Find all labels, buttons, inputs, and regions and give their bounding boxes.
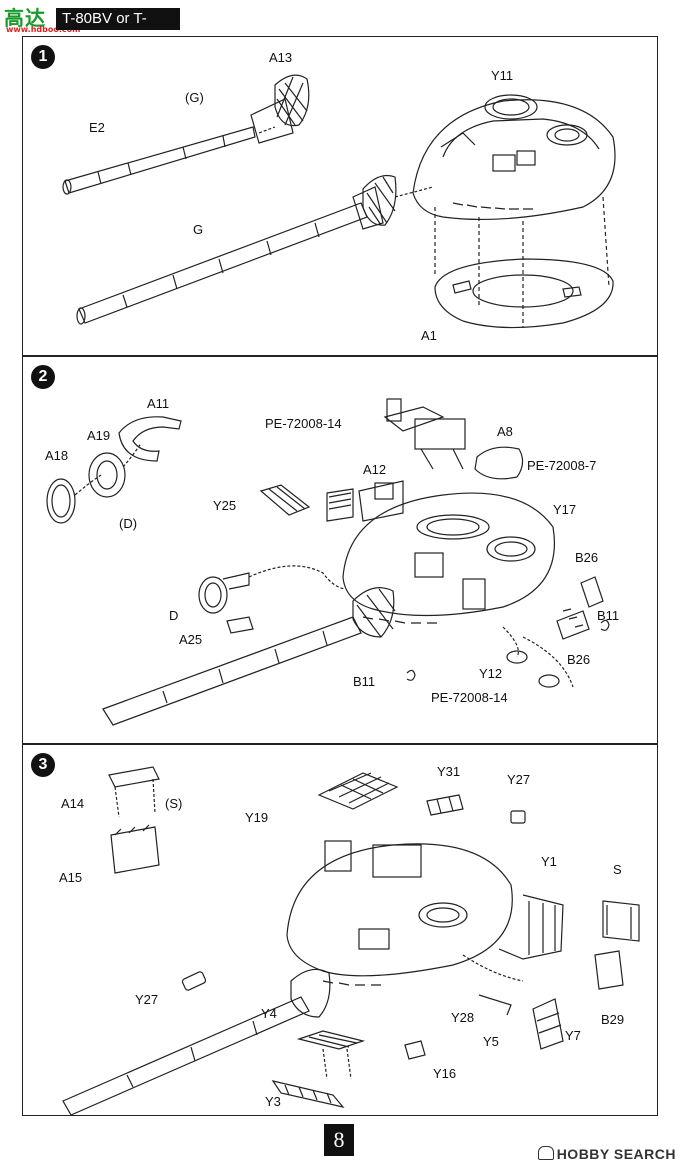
step-panel-2: 2 A11 A19 A18 (D) PE-72008-14 A12 A8 PE-… [22, 356, 658, 744]
step-number-3: 3 [31, 753, 55, 777]
hobby-search-logo-icon [537, 1146, 554, 1160]
part-label-y28: Y28 [451, 1010, 475, 1025]
part-label-g-sub: (G) [185, 90, 204, 105]
part-label-y27-top: Y27 [507, 772, 531, 787]
part-label-y4: Y4 [261, 1006, 277, 1021]
part-label-s: S [613, 862, 622, 877]
page-number: 8 [324, 1124, 354, 1156]
part-label-y11: Y11 [491, 68, 514, 83]
part-label-y16: Y16 [433, 1066, 457, 1081]
part-label-a25: A25 [179, 632, 203, 647]
part-label-b26-lower: B26 [567, 652, 591, 667]
step-number-1: 1 [31, 45, 55, 69]
part-label-pe-72008-14-top: PE-72008-14 [265, 416, 342, 431]
part-label-a19: A19 [87, 428, 111, 443]
part-label-pe-72008-7: PE-72008-7 [527, 458, 597, 473]
part-label-a1: A1 [421, 328, 437, 343]
part-label-y25: Y25 [213, 498, 237, 513]
part-label-a12: A12 [363, 462, 387, 477]
part-label-g: G [193, 222, 204, 237]
watermark-text: HOBBY SEARCH [556, 1146, 676, 1162]
part-label-a11: A11 [147, 396, 170, 411]
part-label-a8: A8 [497, 424, 513, 439]
part-label-a18: A18 [45, 448, 69, 463]
part-label-y1: Y1 [541, 854, 557, 869]
part-label-a14: A14 [61, 796, 85, 811]
logo-domain: www.hdboo.com [6, 25, 81, 34]
part-label-y19: Y19 [245, 810, 269, 825]
part-label-d-sub: (D) [119, 516, 138, 531]
step-number-2: 2 [31, 365, 55, 389]
part-label-b11-bottom: B11 [353, 674, 376, 689]
part-label-y3: Y3 [265, 1094, 281, 1109]
part-label-y17: Y17 [553, 502, 577, 517]
part-label-a13: A13 [269, 50, 293, 65]
part-label-y27-left: Y27 [135, 992, 159, 1007]
part-label-b11-right: B11 [597, 608, 620, 623]
logo-glyphs: 高达 [4, 6, 46, 30]
turret-assembly-drawing [46, 398, 610, 726]
step-panel-1: 1 A13 (G) E2 G Y11 A1 [22, 36, 658, 356]
part-label-pe-72008-14-bottom: PE-72008-14 [431, 690, 508, 705]
part-label-y5: Y5 [483, 1034, 499, 1049]
part-label-d: D [169, 608, 179, 623]
part-label-e2: E2 [89, 120, 105, 135]
part-label-a15: A15 [59, 870, 83, 885]
part-label-s-sub: (S) [165, 796, 183, 811]
watermark: HOBBY SEARCH [537, 1146, 676, 1162]
turret-barrel-drawing [62, 74, 616, 329]
part-label-y31: Y31 [437, 764, 461, 779]
header: 高达 www.hdboo.com T-80BV or T-80BVD [0, 0, 180, 49]
part-label-y12: Y12 [479, 666, 503, 681]
stowage-assembly-drawing [62, 766, 640, 1116]
site-logo: 高达 www.hdboo.com [4, 2, 80, 34]
part-label-y7: Y7 [565, 1028, 581, 1043]
model-title: T-80BV or T-80BVD [56, 8, 180, 49]
part-label-b26-upper: B26 [575, 550, 599, 565]
part-label-b29: B29 [601, 1012, 625, 1027]
step-panel-3: 3 A14 (S) A15 Y19 Y31 Y27 Y1 S Y27 B29 Y… [22, 744, 658, 1116]
